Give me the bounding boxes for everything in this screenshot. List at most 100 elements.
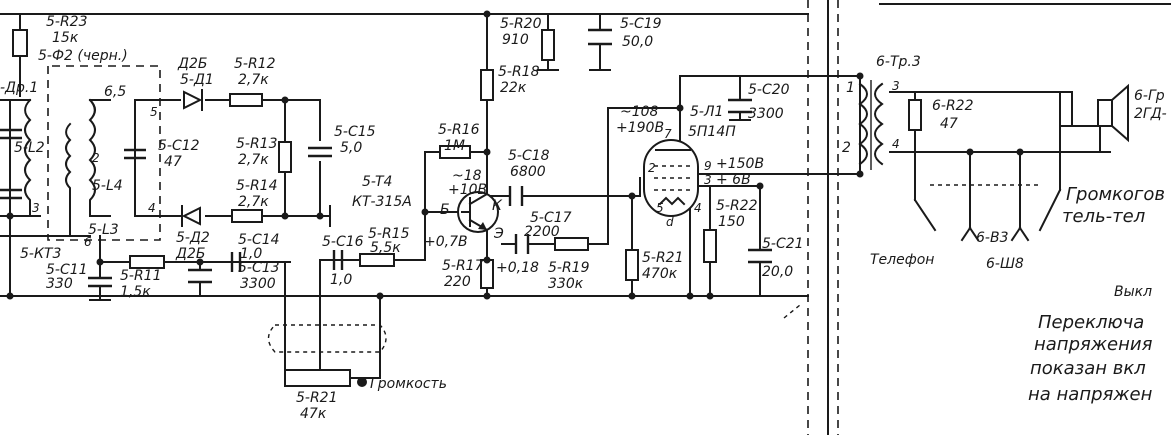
label-r16-value: 1М <box>444 138 465 154</box>
label-r15-value: 5,5к <box>370 240 401 256</box>
label-r23: 5-R23 <box>46 14 88 30</box>
label-v07: +0,7В <box>424 234 468 250</box>
label-b3: 6-В3 <box>976 230 1008 246</box>
label-pin-7: 7 <box>664 127 672 141</box>
resistors <box>12 29 922 387</box>
label-d1-type: Д2Б <box>177 56 207 72</box>
label-r18: 5-R18 <box>498 64 540 80</box>
label-v190: +190В <box>616 120 664 136</box>
label-c14-value: 1,0 <box>240 246 262 262</box>
label-c14: 5-C14 <box>238 232 280 248</box>
label-telefon: Телефон <box>870 252 934 268</box>
label-l2: 5-L2 <box>14 140 45 156</box>
label-l1-type: 5П14П <box>688 124 736 140</box>
label-r12: 5-R12 <box>234 56 276 72</box>
potentiometer-r21 <box>284 369 351 387</box>
coil-l4 <box>88 98 96 217</box>
transformer-secondary <box>874 82 884 166</box>
label-tr-pin2: 2 <box>842 140 851 156</box>
label-pin-5b: 5 <box>656 201 664 215</box>
label-c18-value: 6800 <box>510 164 546 180</box>
label-c12-value: 47 <box>164 154 182 170</box>
shield-outlines <box>47 65 1040 353</box>
tube-l1 <box>643 139 699 217</box>
resistor-r19 <box>554 237 589 251</box>
coil-l2 <box>24 98 32 217</box>
label-d2: 5-Д2 <box>176 230 210 246</box>
labels: 5-R23 15к 5-Ф2 (черн.) -Др.1 6,5 5 4 3 2… <box>0 14 1167 422</box>
label-gr: 6-Гр <box>1134 88 1165 104</box>
label-r20: 5-R20 <box>500 16 542 32</box>
label-l3: 5-L3 <box>88 222 119 238</box>
diode-d2 <box>181 206 201 226</box>
resistor-r12 <box>229 93 263 107</box>
label-f2: 5-Ф2 (черн.) <box>38 48 128 64</box>
label-r21a: 5-R21 <box>642 250 684 266</box>
label-v10: +10В <box>448 182 487 198</box>
label-t4: 5-T4 <box>362 174 392 190</box>
label-r17-value: 220 <box>444 274 471 290</box>
label-r21-value: 47к <box>300 406 327 422</box>
label-r15: 5-R15 <box>368 226 410 242</box>
label-note-2: напряжения <box>1034 334 1153 355</box>
label-r18-value: 22к <box>500 80 527 96</box>
label-r22b-value: 47 <box>940 116 958 132</box>
label-c20: 5-C20 <box>748 82 790 98</box>
label-d2-type: Д2Б <box>175 246 205 262</box>
label-c19-value: 50,0 <box>622 34 653 50</box>
label-gromkogov: Громкогов <box>1066 184 1165 205</box>
label-r21a-value: 470к <box>642 266 678 282</box>
label-v65: 6,5 <box>104 84 126 100</box>
label-c19: 5-C19 <box>620 16 662 32</box>
label-c15-value: 5,0 <box>340 140 362 156</box>
label-l4: 5-L4 <box>92 178 123 194</box>
label-r22a: 5-R22 <box>716 198 758 214</box>
label-pin-4b: 4 <box>694 201 702 215</box>
label-c21-value: 20,0 <box>762 264 793 280</box>
label-v018: +0,18 <box>496 260 539 276</box>
label-gr-type: 2ГД- <box>1134 106 1167 122</box>
label-pin-3: 3 <box>32 201 40 215</box>
label-pin-4: 4 <box>148 201 156 215</box>
label-r23-value: 15к <box>52 30 79 46</box>
resistor-r13 <box>278 141 292 173</box>
label-t4-type: КТ-315А <box>352 194 412 210</box>
label-tr-pin3: 3 <box>892 79 900 93</box>
label-pin-6: 6 <box>84 235 92 249</box>
label-pin-3b: 3 <box>704 173 712 187</box>
label-v108: ~108 <box>620 104 659 120</box>
label-r21: 5-R21 <box>296 390 338 406</box>
label-r19: 5-R19 <box>548 260 590 276</box>
resistor-r23 <box>12 29 28 57</box>
label-c12: 5-C12 <box>158 138 200 154</box>
label-pin-k: К <box>492 198 503 214</box>
transistor-t4 <box>457 191 499 233</box>
label-pin-2b: 2 <box>648 161 656 175</box>
label-pin-2: 2 <box>92 151 100 165</box>
label-v6: + 6В <box>716 172 751 188</box>
label-kt3: 5-КТ3 <box>20 246 61 262</box>
label-r11: 5-R11 <box>120 268 162 284</box>
label-note-1: Переключа <box>1038 312 1144 333</box>
label-r13-value: 2,7к <box>238 152 269 168</box>
label-c15: 5-C15 <box>334 124 376 140</box>
label-c13: 5-C13 <box>238 260 280 276</box>
switch-b3 <box>913 188 1062 242</box>
label-volume: Громкость <box>370 376 447 392</box>
resistor-r21a <box>625 249 639 281</box>
diodes <box>181 89 203 227</box>
resistor-r11 <box>129 255 165 269</box>
label-c16: 5-C16 <box>322 234 364 250</box>
label-r12-value: 2,7к <box>238 72 269 88</box>
label-tr3: 6-Тр.3 <box>876 54 921 70</box>
transformer-primary <box>858 82 868 166</box>
label-pin-e: Э <box>493 226 504 242</box>
label-tr-pin1: 1 <box>846 80 855 96</box>
resistor-r22a <box>703 229 717 263</box>
diode-d1 <box>183 90 203 110</box>
resistor-r16 <box>439 145 471 159</box>
label-c18: 5-C18 <box>508 148 550 164</box>
resistor-r20 <box>541 29 555 61</box>
